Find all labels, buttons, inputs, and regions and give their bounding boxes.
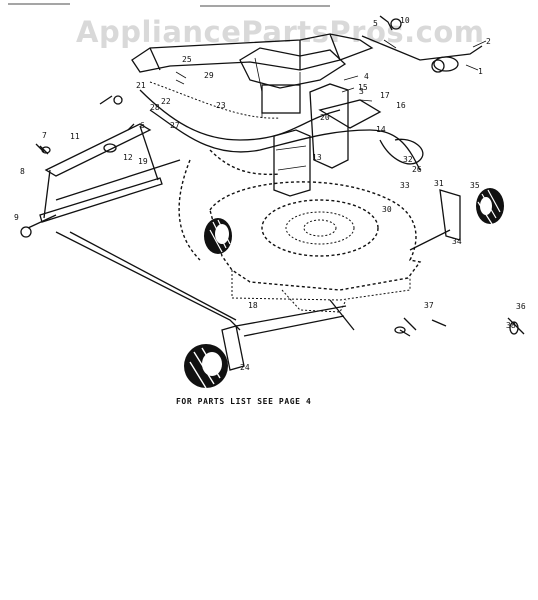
rear-handle-bracket [131,33,374,118]
callout-30: 30 [382,205,392,214]
callout-9: 9 [14,213,19,222]
callout-5: 5 [373,19,378,28]
front-left-wheel [184,344,228,389]
callout-17: 17 [380,91,390,100]
callout-31: 31 [434,179,444,188]
callout-27: 27 [170,121,180,130]
callout-8: 8 [20,167,25,176]
callout-18: 18 [248,301,258,310]
rear-right-wheel [476,188,504,225]
callout-1: 1 [478,67,483,76]
callout-25: 25 [182,55,192,64]
callout-4: 4 [364,72,369,81]
callout-24: 24 [240,363,250,372]
callout-33: 33 [400,181,410,190]
callout-13: 13 [312,153,322,162]
front-axle-assembly [20,123,181,238]
callout-32: 32 [403,155,413,164]
spring-rod-assembly [361,15,483,73]
callout-26: 26 [412,165,422,174]
front-axle-bracket [221,325,245,371]
callout-38: 38 [506,321,516,330]
callout-23: 23 [216,101,226,110]
mower-deck [178,149,422,313]
callout-10: 10 [400,16,410,25]
callout-22: 22 [161,97,171,106]
callout-19: 19 [138,157,148,166]
callout-15: 15 [358,83,368,92]
callout-2: 2 [486,37,491,46]
control-bracket [273,83,382,197]
callout-36: 36 [516,302,526,311]
callout-20: 20 [320,113,330,122]
callout-34: 34 [452,237,462,246]
rear-left-wheel [204,218,232,254]
callout-11: 11 [70,132,80,141]
callout-3: 3 [359,87,364,96]
callout-28: 28 [150,103,160,112]
callout-29: 29 [204,71,214,80]
callout-21: 21 [136,81,146,90]
callout-6: 6 [140,121,145,130]
parts-list-reference: FOR PARTS LIST SEE PAGE 4 [176,397,311,406]
callout-7: 7 [42,131,47,140]
hardware-bag [394,317,525,337]
callout-37: 37 [424,301,434,310]
callout-labels: 1 2 3 4 5 6 7 8 9 10 11 12 13 14 15 16 1… [14,16,526,372]
callout-14: 14 [376,125,386,134]
callout-16: 16 [396,101,406,110]
callout-35: 35 [470,181,480,190]
watermark-text: AppliancePartsPros.com [76,15,484,49]
callout-12: 12 [123,153,133,162]
